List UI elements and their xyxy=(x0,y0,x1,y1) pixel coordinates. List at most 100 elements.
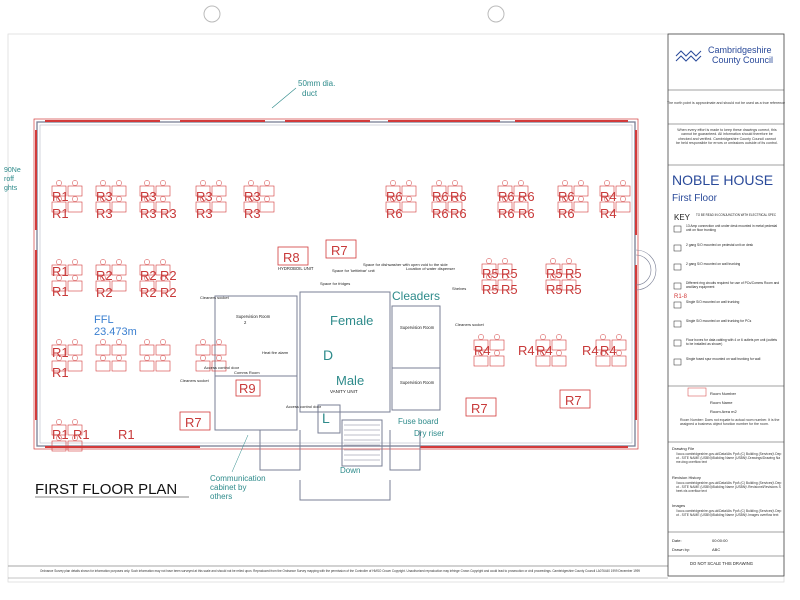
desk xyxy=(67,280,83,292)
desk xyxy=(51,185,67,197)
chair xyxy=(200,196,206,202)
male-label: Male xyxy=(336,373,364,388)
chair xyxy=(518,180,524,186)
chair xyxy=(144,259,150,265)
desk xyxy=(481,263,497,275)
key-title: KEY xyxy=(674,213,691,222)
note: Location of water dispenser xyxy=(406,266,456,271)
desk xyxy=(385,201,401,213)
chair xyxy=(604,196,610,202)
key-symbol-icon xyxy=(673,263,682,271)
desk xyxy=(513,185,529,197)
desk xyxy=(111,344,127,356)
chair xyxy=(540,334,546,340)
chair xyxy=(620,196,626,202)
chair xyxy=(200,180,206,186)
room-label-r4: R4 xyxy=(600,343,617,358)
key-item-text: 13 Amp connection unit under desk mounte… xyxy=(686,224,778,232)
key-symbol-icon xyxy=(673,282,682,290)
note: Heat fire alarm xyxy=(262,350,289,355)
chair xyxy=(100,180,106,186)
chair xyxy=(72,355,78,361)
room-label-r7: R7 xyxy=(471,401,488,416)
down-label: Down xyxy=(340,466,360,475)
desk xyxy=(401,201,417,213)
desk xyxy=(535,339,551,351)
room-label-r2: R2 xyxy=(96,268,113,283)
room-label-r1: R1 xyxy=(52,264,69,279)
comms-label: Communication xyxy=(210,474,266,483)
credit-text: Ordnance Survey plan details shown for i… xyxy=(40,569,640,573)
chair xyxy=(556,350,562,356)
duct-label: 50mm dia. xyxy=(298,79,335,88)
chair xyxy=(566,274,572,280)
room-label-r3: R3 xyxy=(160,206,177,221)
chair xyxy=(100,339,106,345)
desk xyxy=(51,360,67,372)
chair xyxy=(72,180,78,186)
chair xyxy=(200,355,206,361)
room-label-r6: R6 xyxy=(386,189,403,204)
desk xyxy=(67,440,83,452)
drawn-value: ABC xyxy=(712,547,720,552)
chair xyxy=(452,180,458,186)
drawn-label: Drawn by: xyxy=(672,547,690,552)
desk xyxy=(95,185,111,197)
desk xyxy=(611,355,627,367)
key-item-text: 2 gang S/O mounted on pedestal unit on d… xyxy=(686,243,754,247)
desk xyxy=(497,201,513,213)
chair xyxy=(562,180,568,186)
title-block: Cambridgeshire County Council The north … xyxy=(667,33,785,577)
chair xyxy=(144,339,150,345)
annotations: 50mm dia. duct 90Ne roff ghts FFL 23.473… xyxy=(4,79,485,501)
chair xyxy=(216,180,222,186)
chair xyxy=(56,180,62,186)
chair xyxy=(518,196,524,202)
chair xyxy=(248,196,254,202)
chair xyxy=(604,180,610,186)
room-label-r4: R4 xyxy=(518,343,535,358)
desk xyxy=(513,201,529,213)
room-label-r6: R6 xyxy=(498,189,515,204)
room-label-r5: R5 xyxy=(546,282,563,297)
desk xyxy=(573,185,589,197)
north-note: The north point is approximate and shoul… xyxy=(667,101,785,105)
desk xyxy=(431,201,447,213)
chair xyxy=(200,339,206,345)
floor-name: First Floor xyxy=(672,193,718,204)
chair xyxy=(264,196,270,202)
room-labels: R1 R1 R1 R1 R1 R1 R1 R1 R1 R3 R3 R3 R3 R… xyxy=(52,189,617,442)
chair xyxy=(600,334,606,340)
room-label-r6: R6 xyxy=(386,206,403,221)
sheet-frame xyxy=(7,33,785,583)
desk xyxy=(51,344,67,356)
drawing-file-value: \\cccc.cambridgeshire.gov.uk\Data\Ats Pp… xyxy=(676,452,782,464)
desk xyxy=(551,355,567,367)
room-label-r2: R2 xyxy=(96,285,113,300)
room-label-r6: R6 xyxy=(450,189,467,204)
desk xyxy=(599,201,615,213)
chair xyxy=(550,258,556,264)
revision-label: Revision History xyxy=(672,475,701,480)
room-label-r6: R6 xyxy=(558,206,575,221)
room-label-r8: R8 xyxy=(283,250,300,265)
edge-label: ghts xyxy=(4,185,18,192)
chair xyxy=(390,180,396,186)
desk xyxy=(51,280,67,292)
note: Cleaners socket xyxy=(200,295,230,300)
desk xyxy=(551,339,567,351)
punch-hole xyxy=(203,5,221,23)
legend-room-name: Room Name xyxy=(710,400,733,405)
desk xyxy=(615,201,631,213)
desk xyxy=(155,360,171,372)
note: Space for dishwasher with open void to t… xyxy=(363,262,448,267)
chair xyxy=(600,350,606,356)
date-value: 00:00:00 xyxy=(712,538,728,543)
chair xyxy=(436,180,442,186)
chair xyxy=(72,435,78,441)
desk xyxy=(573,201,589,213)
desk xyxy=(557,185,573,197)
room-label-r7: R7 xyxy=(331,243,348,258)
sheet-title: FIRST FLOOR PLAN xyxy=(35,481,177,498)
key-item-text: Different ring circuits required for use… xyxy=(686,281,780,289)
